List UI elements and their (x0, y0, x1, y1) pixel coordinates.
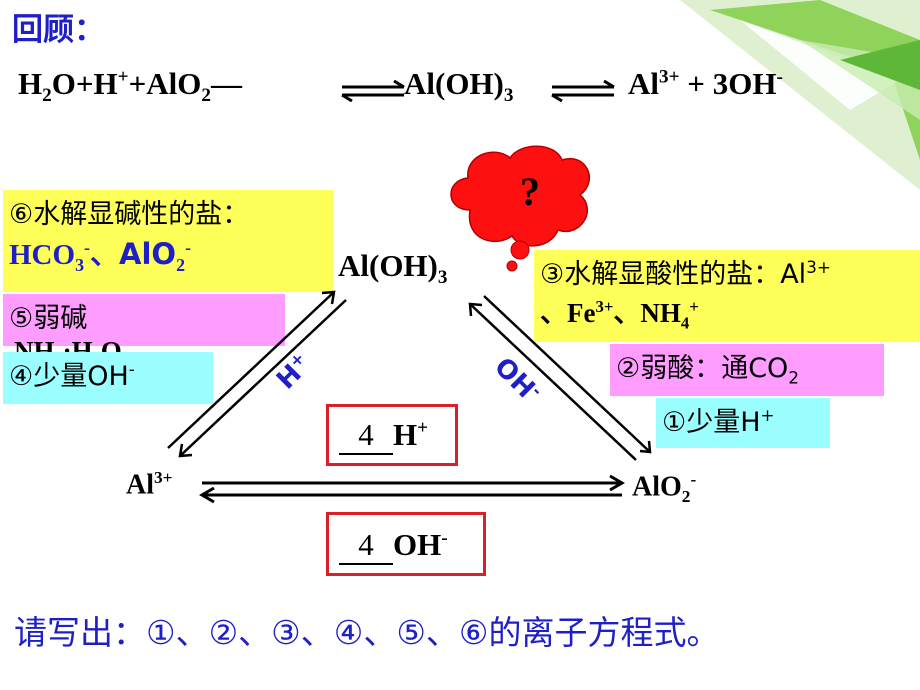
instruction-text: 请写出：①、②、③、④、⑤、⑥的离子方程式。 (14, 613, 720, 652)
thought-cloud (450, 145, 591, 272)
species-aloh3: Al(OH)3 (338, 248, 448, 289)
box-3-acidic-salts: ③水解显酸性的盐：Al3+ 、Fe3+、NH4+ (534, 250, 920, 342)
box-1-little-h: ①少量H+ (656, 398, 830, 448)
equilibrium-equation: H2O+H++AlO2— (18, 66, 242, 107)
page-curl-decoration (680, 0, 920, 190)
equilibrium-arrow-2 (551, 80, 615, 102)
box-6-alkaline-salts: ⑥水解显碱性的盐： HCO3-、AlO2- (3, 190, 333, 292)
equilibrium-arrow-1 (341, 80, 405, 102)
answer-oh-coefficient: 4 (339, 527, 393, 565)
equation-right-side: Al3+ + 3OH- (628, 66, 783, 101)
box-2-weak-acid: ②弱酸：通CO2 (610, 344, 884, 396)
box-4-little-oh: ④少量OH- (3, 352, 213, 404)
equation-middle-species: Al(OH)3 (404, 66, 514, 107)
slide-title: 回顾： (12, 12, 105, 47)
answer-h-coefficient: 4 (339, 417, 393, 455)
box-5-weak-base: ⑤弱碱 (3, 294, 285, 346)
species-alo2minus: AlO2- (632, 470, 697, 506)
species-al3plus: Al3+ (126, 468, 173, 501)
question-mark: ? (520, 169, 540, 214)
